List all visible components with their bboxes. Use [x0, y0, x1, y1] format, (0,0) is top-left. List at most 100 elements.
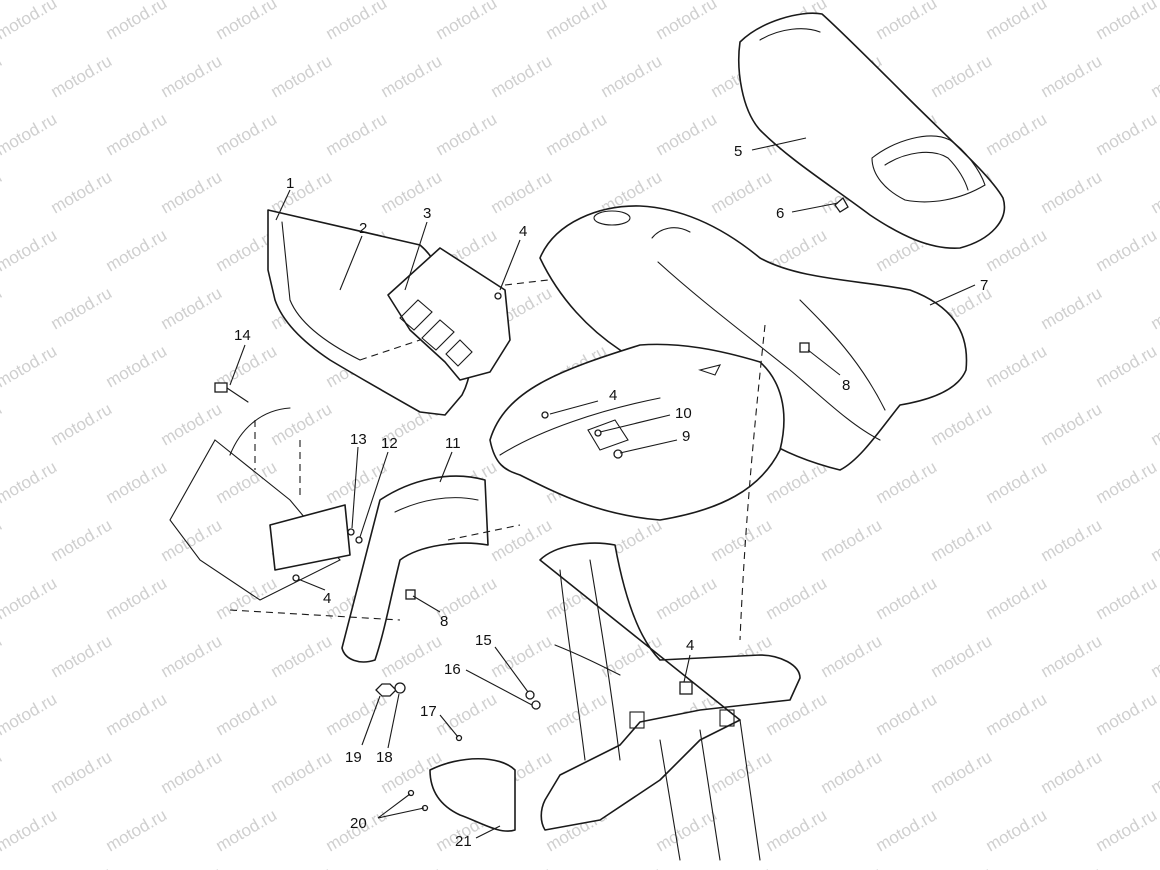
watermark-text: motod.ru	[488, 863, 556, 870]
watermark-text: motod.ru	[928, 515, 996, 565]
watermark-text: motod.ru	[323, 109, 391, 159]
watermark-text: motod.ru	[0, 399, 5, 449]
watermark-text: motod.ru	[48, 283, 116, 333]
watermark-text: motod.ru	[48, 631, 116, 681]
watermark-text: motod.ru	[1148, 631, 1160, 681]
watermark-text: motod.ru	[1148, 863, 1160, 870]
watermark-text: motod.ru	[873, 0, 941, 43]
callout-8-right: 8	[842, 377, 850, 394]
watermark-text: motod.ru	[1038, 515, 1106, 565]
watermark-text: motod.ru	[653, 573, 721, 623]
watermark-text: motod.ru	[158, 631, 226, 681]
watermark-text: motod.ru	[213, 0, 281, 43]
watermark-text: motod.ru	[0, 51, 5, 101]
watermark-text: motod.ru	[158, 747, 226, 797]
watermark-text: motod.ru	[378, 863, 446, 870]
watermark-text: motod.ru	[983, 805, 1051, 855]
watermark-text: motod.ru	[0, 863, 5, 870]
watermark-text: motod.ru	[1093, 573, 1160, 623]
watermark-text: motod.ru	[378, 167, 446, 217]
callout-3: 3	[423, 205, 431, 222]
hardware-items	[214, 196, 849, 812]
watermark-text: motod.ru	[103, 0, 171, 43]
watermark-text: motod.ru	[48, 167, 116, 217]
watermark-text: motod.ru	[158, 515, 226, 565]
watermark-text: motod.ru	[0, 631, 5, 681]
watermark-text: motod.ru	[0, 109, 60, 159]
callout-16: 16	[444, 661, 461, 678]
fender-flare-part	[341, 475, 489, 663]
side-panel-part	[267, 209, 511, 416]
watermark-text: motod.ru	[983, 109, 1051, 159]
watermark-text: motod.ru	[1038, 399, 1106, 449]
leader-lines	[229, 137, 976, 839]
watermark-text: motod.ru	[213, 109, 281, 159]
watermark-text: motod.ru	[48, 399, 116, 449]
watermark-text: motod.ru	[268, 167, 336, 217]
watermark-text: motod.ru	[0, 283, 5, 333]
watermark-text: motod.ru	[378, 51, 446, 101]
watermark-text: motod.ru	[1148, 51, 1160, 101]
watermark-text: motod.ru	[268, 863, 336, 870]
callout-20: 20	[350, 815, 367, 832]
watermark-text: motod.ru	[653, 805, 721, 855]
watermark-text: motod.ru	[653, 109, 721, 159]
callout-2: 2	[359, 220, 367, 237]
callout-labels: 1 2 3 4 5 6 7 8 14 13 12 11 4 10 9 4 8 1…	[234, 143, 988, 850]
watermark-text: motod.ru	[0, 747, 5, 797]
callout-4-top: 4	[519, 223, 527, 240]
watermark-text: motod.ru	[1038, 747, 1106, 797]
footwell-part	[169, 407, 351, 601]
watermark-text: motod.ru	[983, 0, 1051, 43]
watermark-text: motod.ru	[158, 167, 226, 217]
watermark-text: motod.ru	[0, 457, 60, 507]
watermark-text: motod.ru	[1093, 109, 1160, 159]
watermark-text: motod.ru	[433, 109, 501, 159]
callout-13: 13	[350, 431, 367, 448]
watermark-text: motod.ru	[873, 573, 941, 623]
watermark-text: motod.ru	[213, 573, 281, 623]
watermark-text: motod.ru	[268, 631, 336, 681]
watermark-text: motod.ru	[653, 0, 721, 43]
watermark-text: motod.ru	[1148, 283, 1160, 333]
watermark-text: motod.ru	[0, 515, 5, 565]
watermark-text: motod.ru	[0, 689, 60, 739]
callout-10: 10	[675, 405, 692, 422]
watermark-text: motod.ru	[268, 51, 336, 101]
watermark-text: motod.ru	[763, 573, 831, 623]
watermark-text: motod.ru	[708, 747, 776, 797]
watermark-text: motod.ru	[708, 515, 776, 565]
watermark-text: motod.ru	[1093, 805, 1160, 855]
callout-17: 17	[420, 703, 437, 720]
watermark-text: motod.ru	[103, 805, 171, 855]
watermark-text: motod.ru	[1038, 51, 1106, 101]
watermark-text: motod.ru	[1093, 341, 1160, 391]
frame-part	[539, 542, 801, 861]
watermark-text: motod.ru	[1148, 515, 1160, 565]
watermark-text: motod.ru	[158, 283, 226, 333]
watermark-text: motod.ru	[158, 399, 226, 449]
watermark-text: motod.ru	[103, 225, 171, 275]
watermark-text: motod.ru	[103, 341, 171, 391]
assembly-lines	[229, 279, 766, 641]
watermark-text: motod.ru	[1038, 863, 1106, 870]
callout-7: 7	[980, 277, 988, 294]
watermark-text: motod.ru	[0, 0, 60, 43]
callout-21: 21	[455, 833, 472, 850]
callout-6: 6	[776, 205, 784, 222]
watermark-text: motod.ru	[763, 805, 831, 855]
callout-9: 9	[682, 428, 690, 445]
watermark-text: motod.ru	[488, 631, 556, 681]
watermark-text: motod.ru	[488, 167, 556, 217]
callout-4-bracket: 4	[323, 590, 331, 607]
watermark-text: motod.ru	[543, 109, 611, 159]
watermark-text: motod.ru	[433, 689, 501, 739]
watermark-text: motod.ru	[818, 631, 886, 681]
watermark-text: motod.ru	[103, 573, 171, 623]
watermark-text: motod.ru	[158, 863, 226, 870]
watermark-text: motod.ru	[983, 457, 1051, 507]
watermark-text: motod.ru	[543, 0, 611, 43]
rear-fender-part	[489, 343, 785, 521]
watermark-text: motod.ru	[598, 863, 666, 870]
